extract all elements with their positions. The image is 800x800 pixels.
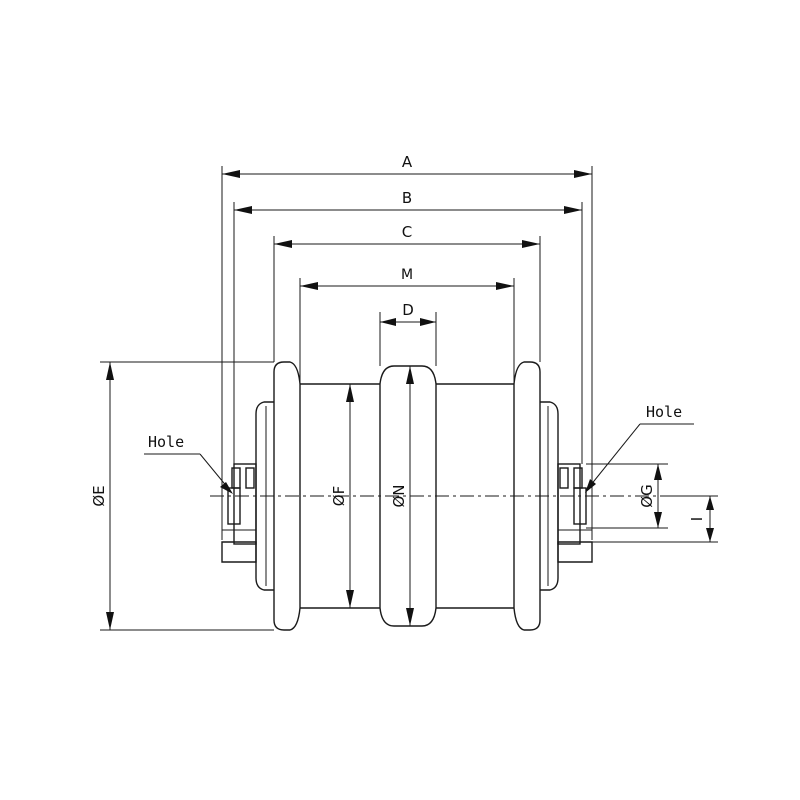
dimension-B: B [234,189,582,214]
dimension-label-M: M [401,267,413,283]
dimension-M: M [300,267,514,290]
dimension-label-D: D [402,301,414,319]
dimension-label-G: ØG [638,484,656,507]
dimension-label-F: ØF [330,486,348,506]
dimension-A: A [222,153,592,178]
dimension-E: ØE [90,362,114,630]
dimension-label-E: ØE [90,485,108,506]
dimension-N: ØN [390,366,414,626]
dimension-label-I: I [688,517,706,521]
dimension-label-C: C [402,223,412,241]
hole-label-right: Hole [646,403,682,421]
dimension-C: C [274,223,540,248]
right-shaft-end [557,463,593,563]
dimension-D: D [380,301,436,326]
hole-label-left: Hole [148,433,184,451]
dimension-I: I [688,496,714,542]
roller-body [221,361,593,631]
hole-callout-left: Hole [144,433,233,494]
left-shaft-end [221,463,257,563]
dimension-label-A: A [402,153,413,171]
dimension-G: ØG [638,464,662,528]
dimension-label-N: ØN [390,484,408,507]
dimension-label-B: B [402,189,412,207]
hole-callout-right: Hole [585,403,694,493]
extension-lines [100,166,718,631]
dimension-F: ØF [330,384,354,608]
